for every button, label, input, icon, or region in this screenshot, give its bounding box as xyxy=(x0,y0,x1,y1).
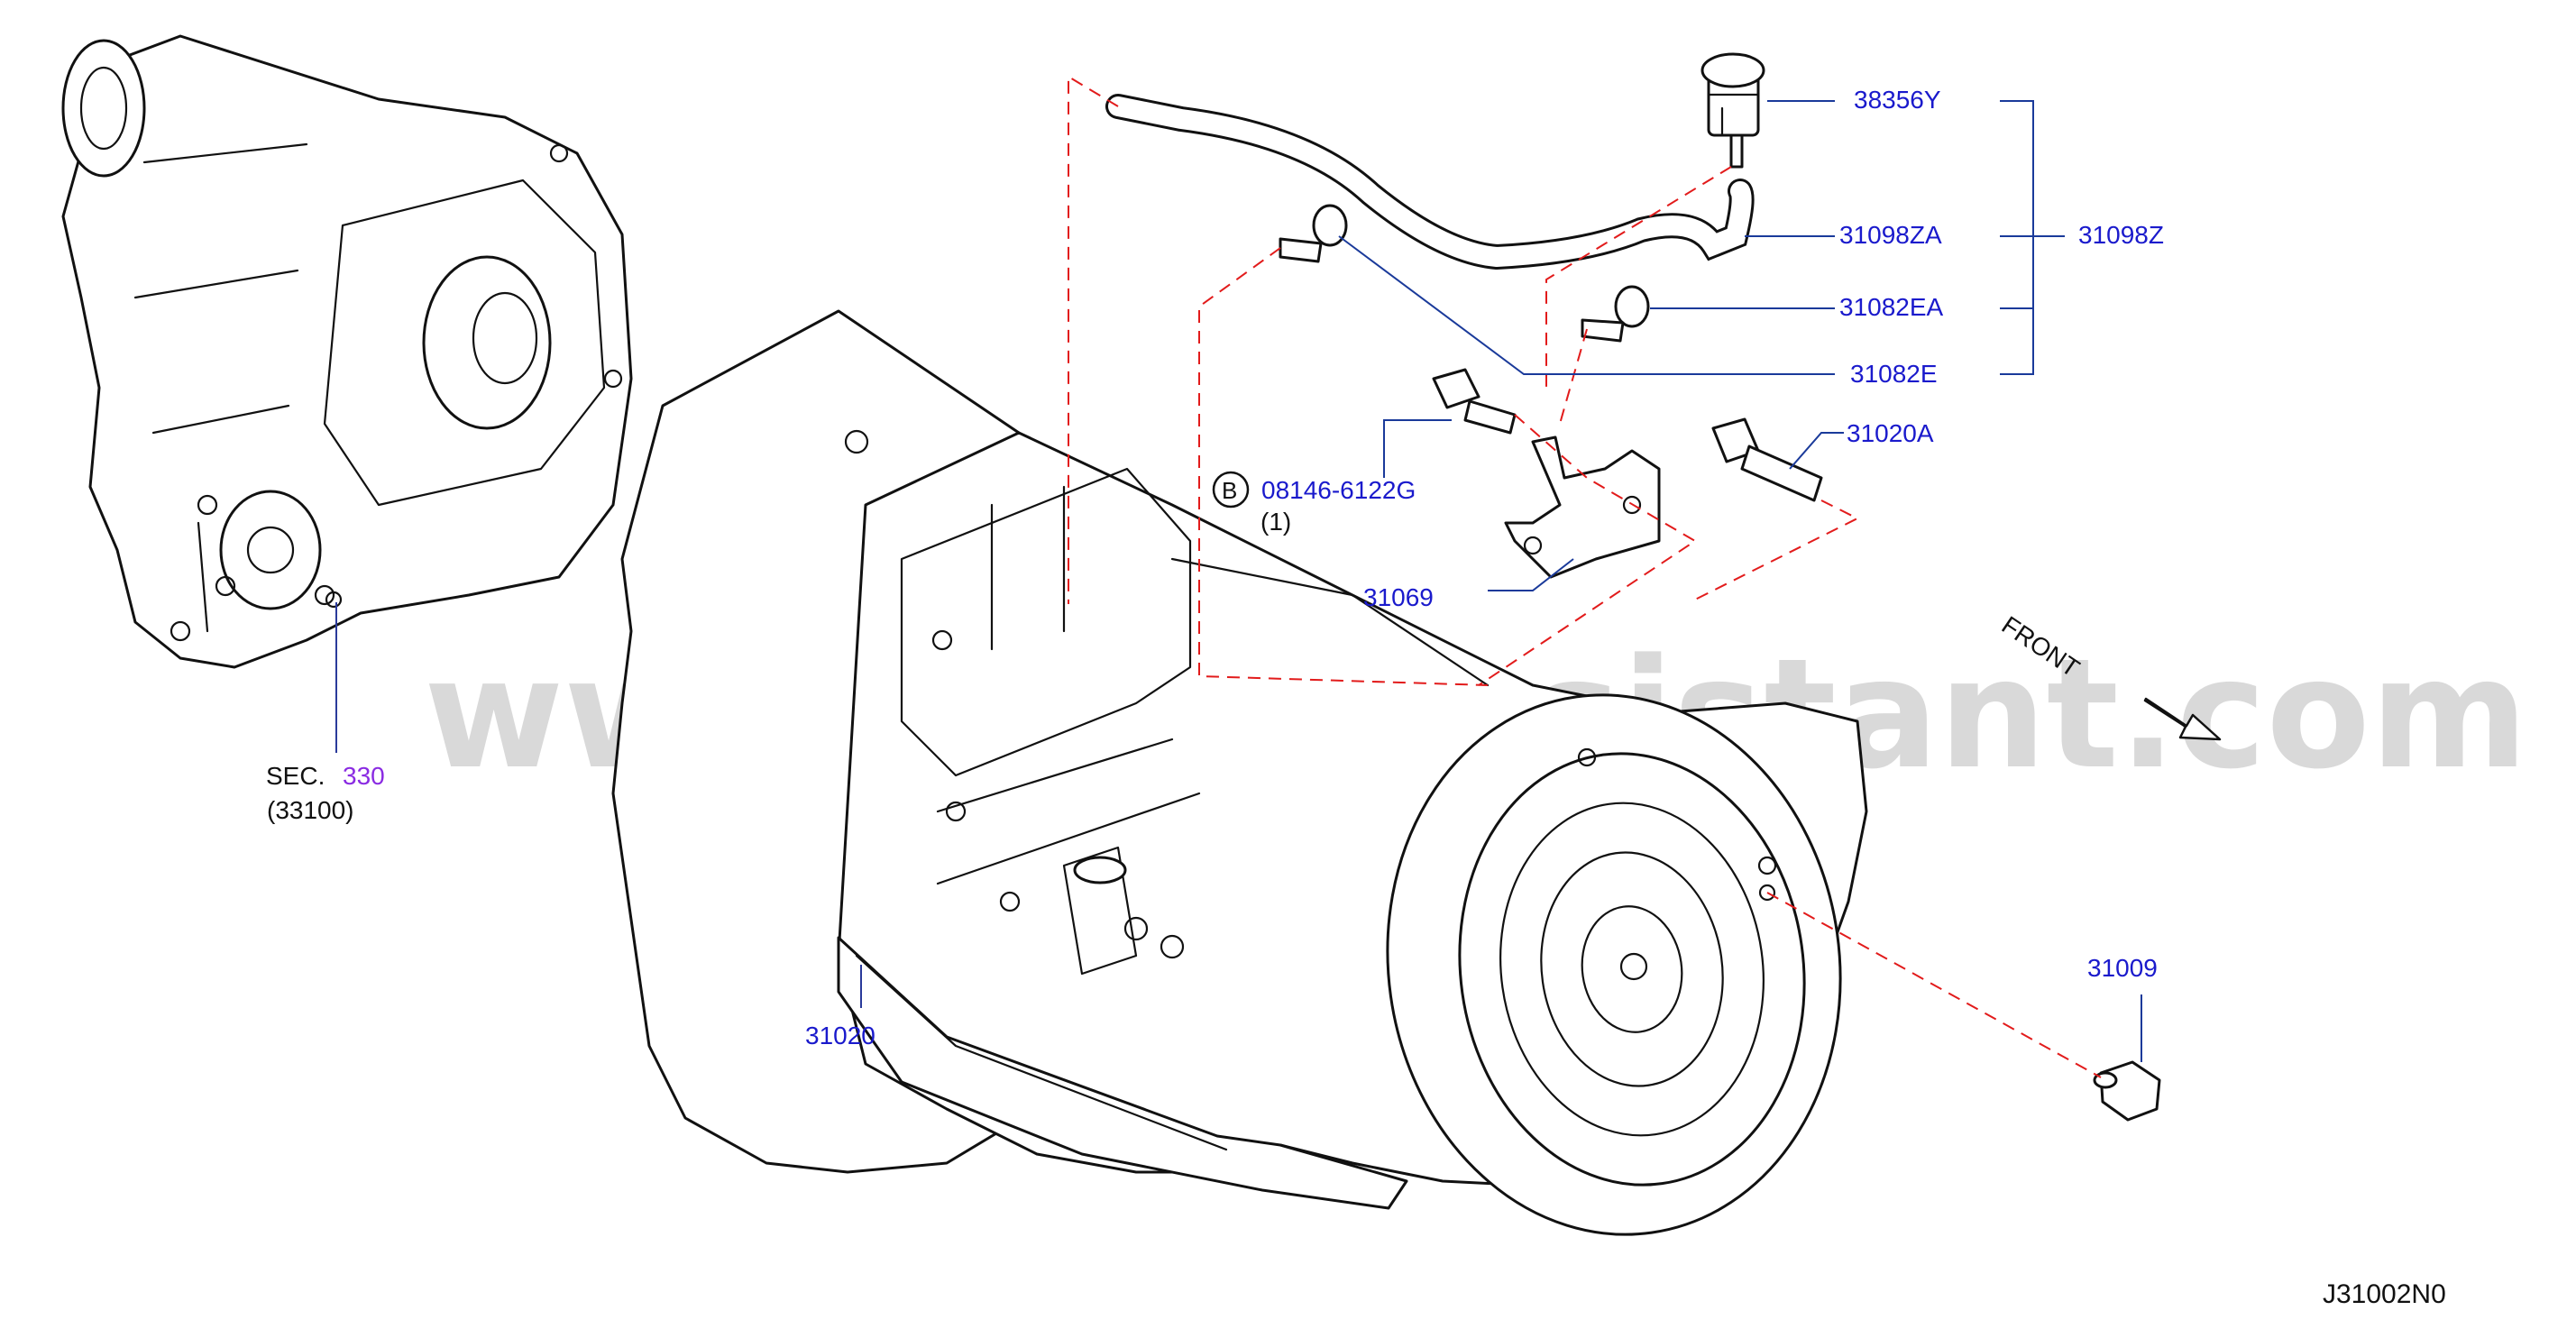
hose-clip-31082EA xyxy=(1581,285,1650,343)
bracket-31069 xyxy=(1504,435,1661,579)
bolt-31020A xyxy=(1711,417,1823,502)
section-ref-number: 330 xyxy=(343,762,385,790)
callout-31009: 31009 xyxy=(2087,954,2158,982)
callout-31098Z: 31098Z xyxy=(2078,221,2164,249)
section-ref-prefix: SEC. xyxy=(266,762,325,790)
transmission-assembly xyxy=(611,309,1868,1236)
dashed-leaders xyxy=(1068,75,2102,1078)
transfer-case xyxy=(61,34,633,669)
callout-31082EA: 31082EA xyxy=(1839,293,1944,321)
callout-31020: 31020 xyxy=(805,1022,875,1049)
callout-31098ZA: 31098ZA xyxy=(1839,221,1942,249)
breather-hose xyxy=(1105,94,1755,270)
vent-valve xyxy=(1701,52,1765,169)
callout-08146-qty: (1) xyxy=(1260,508,1291,536)
callout-31020A: 31020A xyxy=(1847,419,1934,447)
diagram-code: J31002N0 xyxy=(2323,1279,2446,1309)
bolt-31009 xyxy=(2093,1060,2161,1122)
callout-08146-6122G: 08146-6122G xyxy=(1261,476,1416,504)
bolt-08146 xyxy=(1432,368,1517,435)
bolt-marker-circle xyxy=(1212,471,1250,509)
section-ref-sub: (33100) xyxy=(267,796,354,824)
front-arrow-icon xyxy=(2143,697,2222,741)
callout-31069: 31069 xyxy=(1363,583,1434,611)
callout-31082E: 31082E xyxy=(1850,360,1938,388)
bolt-marker-letter: B xyxy=(1222,477,1237,504)
callout-38356Y: 38356Y xyxy=(1854,86,1941,114)
hose-clip-31082E xyxy=(1279,204,1348,263)
